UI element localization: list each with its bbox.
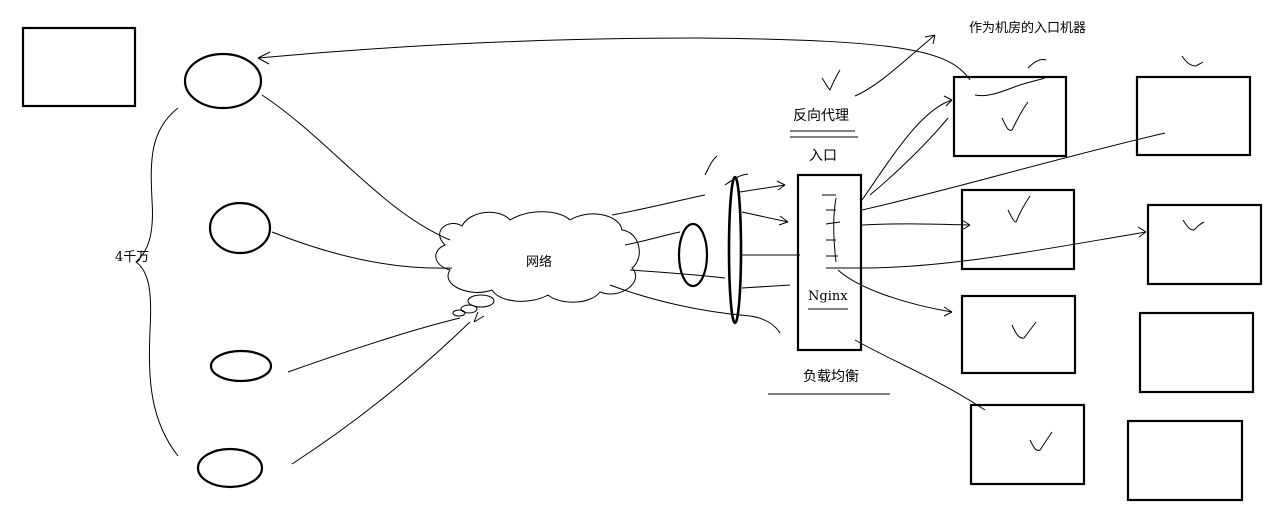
link-nginx-server7 — [854, 339, 986, 411]
client-group-brace — [135, 107, 179, 457]
server-box-1 — [952, 75, 1068, 158]
filter-small — [677, 222, 709, 288]
long-return-curve — [257, 37, 971, 81]
client-node-3 — [209, 349, 273, 383]
link-nginx-server1b — [869, 117, 949, 196]
arrow-to-nginx-4 — [741, 284, 791, 289]
link-nginx-server4 — [861, 231, 1147, 269]
check-server-1 — [1001, 101, 1029, 131]
tick-mark-1 — [704, 155, 718, 176]
link-nginx-server3 — [861, 223, 971, 226]
check-server-7 — [1029, 431, 1053, 451]
check-reverse-proxy — [821, 69, 841, 91]
server-box-8 — [1126, 419, 1244, 502]
cloud-bubble-2 — [460, 304, 478, 314]
reverse-proxy-label: 反向代理 — [793, 108, 849, 124]
network-cloud — [435, 211, 640, 303]
arrow-to-nginx-2 — [741, 211, 789, 226]
nginx-box — [796, 173, 863, 352]
server-box-7 — [969, 403, 1086, 486]
server-box-2 — [1135, 75, 1252, 157]
cloud-bubble-1 — [467, 294, 495, 308]
link-network-filter-4 — [609, 284, 781, 334]
link-nginx-server2 — [861, 132, 1166, 211]
server-box-6 — [1138, 311, 1255, 394]
client-box — [21, 26, 137, 108]
tick-above-server-2 — [1181, 55, 1204, 67]
nginx-label: Nginx — [808, 289, 848, 304]
cloud-bubble-3 — [452, 309, 466, 317]
check-server-4 — [1182, 219, 1205, 231]
arrowhead-server-1 — [943, 95, 953, 107]
link-client4-network — [291, 321, 471, 465]
link-nginx-server5 — [837, 269, 953, 313]
arrow-to-nginx-1 — [739, 180, 786, 193]
tick-above-server-1 — [1027, 59, 1047, 69]
arrow-into-bubble — [473, 311, 485, 323]
load-balancing-label: 负载均衡 — [803, 369, 859, 385]
users-count-label: 4千万 — [115, 250, 150, 265]
server-box-4 — [1146, 203, 1263, 286]
client-node-1 — [183, 52, 263, 110]
entry-label: 入口 — [809, 148, 837, 164]
arrowhead-server-4 — [1137, 226, 1147, 238]
long-return-arrowhead — [257, 51, 271, 65]
link-client1-network — [261, 94, 451, 241]
client-node-4 — [196, 447, 264, 489]
arrow-to-datacenter-label — [854, 34, 936, 97]
arrowhead-server-5 — [943, 306, 953, 317]
link-client3-network — [287, 317, 461, 373]
link-network-filter-2 — [624, 231, 681, 246]
network-label: 网络 — [526, 255, 553, 270]
server-box-5 — [960, 294, 1077, 375]
datacenter-entry-label: 作为机房的入口机器 — [969, 21, 1087, 36]
server-box-3 — [960, 188, 1076, 271]
link-network-filter-1 — [611, 194, 706, 216]
link-network-filter-3 — [629, 269, 726, 279]
check-server-5 — [1011, 321, 1037, 339]
tick-mark-2 — [724, 173, 749, 186]
check-server-3 — [1007, 195, 1031, 223]
check-server-1-extra — [974, 77, 1046, 97]
link-client2-network — [271, 231, 453, 269]
filter-tall — [727, 175, 743, 325]
link-nginx-server1 — [861, 99, 953, 201]
arrowhead-server-3 — [961, 219, 971, 231]
client-node-2 — [208, 201, 272, 255]
nginx-inner-marks — [822, 194, 860, 269]
